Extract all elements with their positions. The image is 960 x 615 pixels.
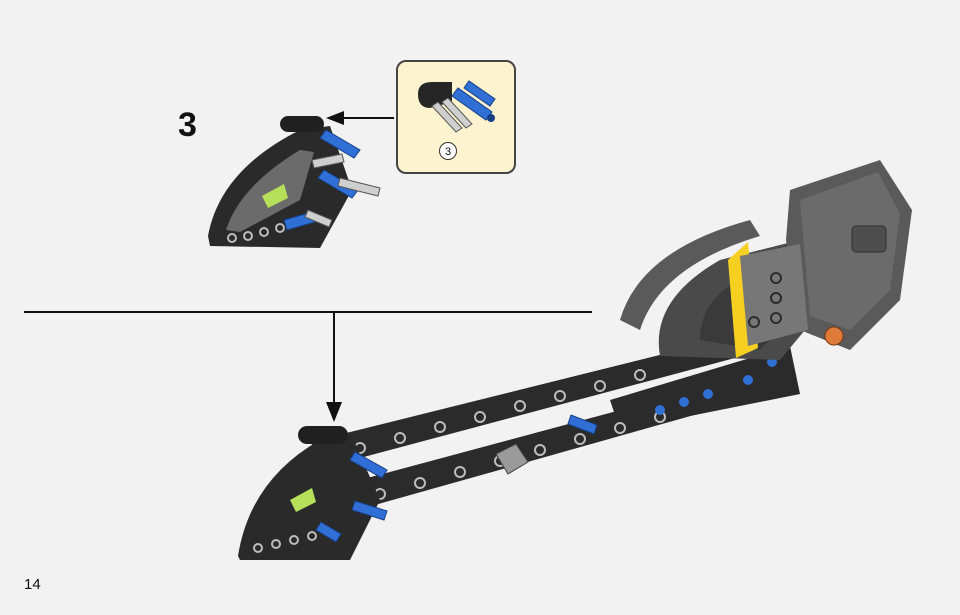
step-number: 3 xyxy=(178,106,197,144)
blue-pin xyxy=(351,500,388,521)
pin-part xyxy=(451,87,493,121)
axle-part xyxy=(431,101,463,133)
logo-plate xyxy=(851,225,887,253)
parts-callout: 3 xyxy=(396,60,516,174)
black-block xyxy=(298,426,348,444)
axle-part xyxy=(441,97,473,129)
blue-pin xyxy=(349,451,388,479)
callout-parts-illustration xyxy=(418,80,496,133)
grey-panel xyxy=(740,244,808,346)
page-number: 14 xyxy=(24,576,41,593)
quantity-badge: 3 xyxy=(439,142,457,160)
black-block xyxy=(280,116,324,132)
blue-pin xyxy=(567,414,598,435)
pin-end xyxy=(487,114,495,122)
green-accent xyxy=(290,488,316,512)
sub-assembly xyxy=(208,116,381,248)
orange-axle-hole xyxy=(824,326,844,346)
beam-upper xyxy=(310,330,780,466)
curved-link xyxy=(620,220,760,330)
step-arrow-head xyxy=(326,402,342,422)
grey-bush xyxy=(495,443,529,475)
blue-pin xyxy=(319,129,361,159)
callout-arrow-head xyxy=(326,111,344,125)
blue-pin xyxy=(315,521,342,543)
pin-part xyxy=(463,80,496,107)
main-model xyxy=(238,160,912,560)
green-accent xyxy=(262,184,288,208)
